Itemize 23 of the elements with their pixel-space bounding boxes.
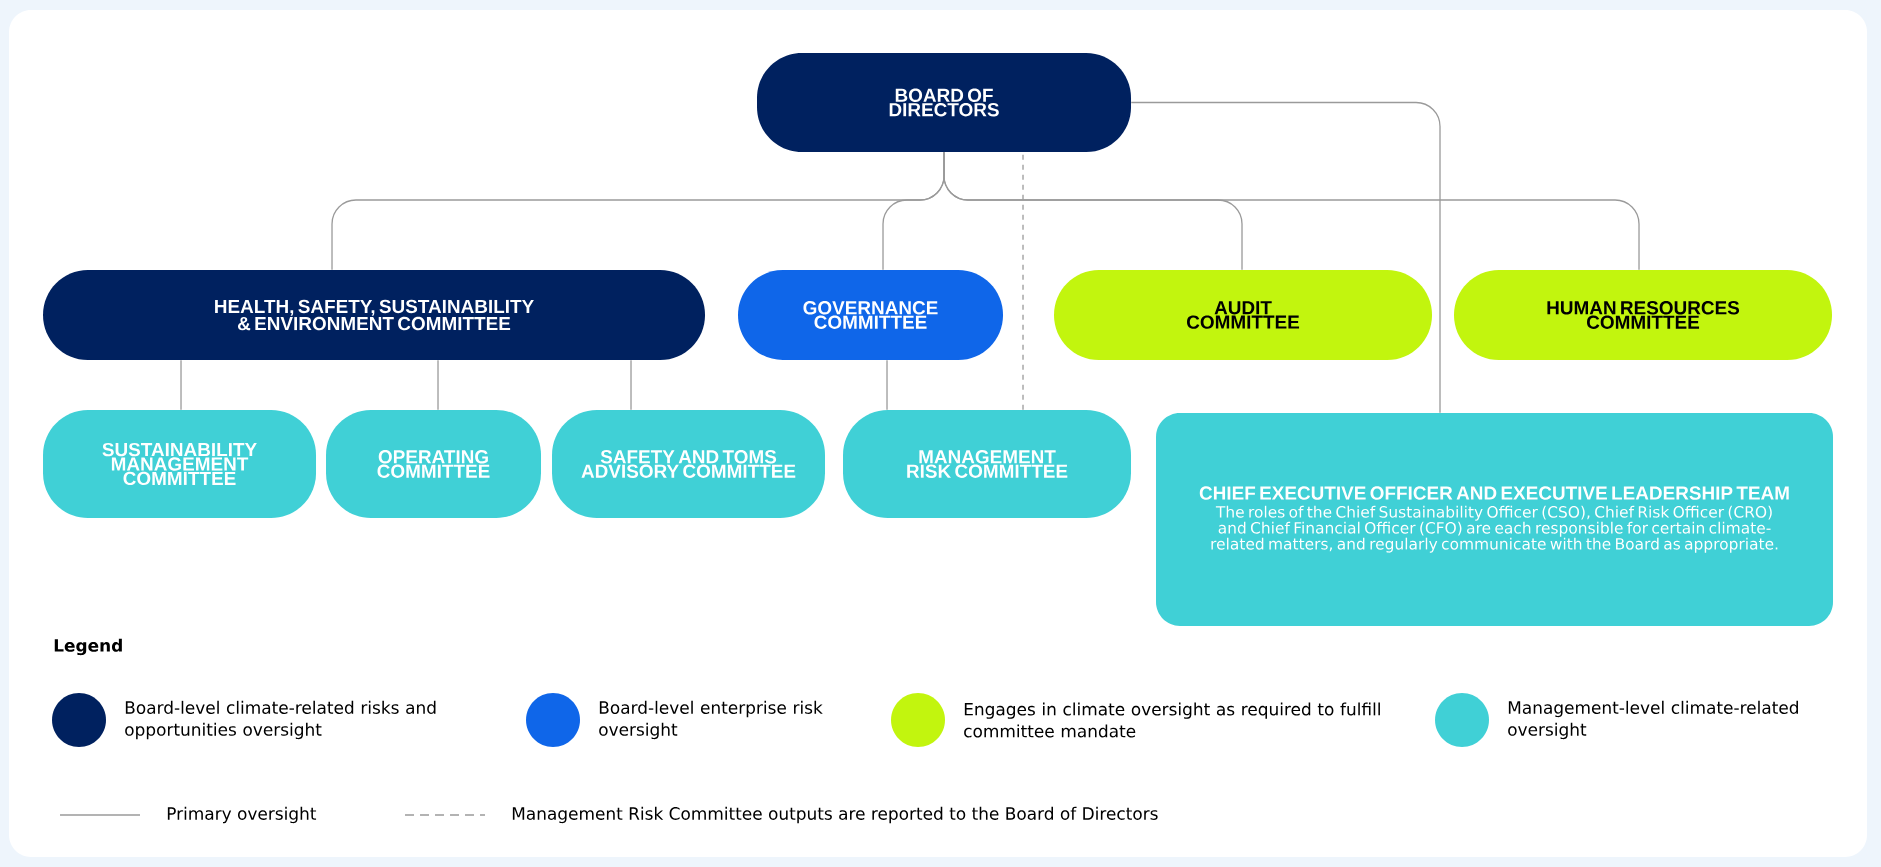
legend-text: Engages in climate oversight as required to fulfill committee mandate bbox=[964, 702, 1380, 738]
connector-line bbox=[886, 359, 888, 411]
legend-text: Management Risk Committee outputs are reported to the Board of Directors bbox=[512, 806, 1158, 824]
connector-line bbox=[180, 359, 182, 411]
legend-text: Management-level climate-related oversight bbox=[1508, 700, 1798, 740]
management-committee-box: OPERATING COMMITTEE bbox=[326, 410, 541, 518]
legend-text: Primary oversight bbox=[167, 806, 317, 824]
connector-line bbox=[1130, 101, 1441, 414]
board-box: BOARD OF DIRECTORS bbox=[757, 53, 1131, 152]
committee-box: AUDIT COMMITTEE bbox=[1054, 270, 1432, 360]
connector-line bbox=[943, 151, 1640, 271]
committee-box: HEALTH, SAFETY, SUSTAINABILITY & ENVIRONMENT COMMITTEE bbox=[43, 270, 705, 360]
committee-box: GOVERNANCE COMMITTEE bbox=[738, 270, 1003, 360]
legend-heading: Legend bbox=[54, 638, 122, 656]
connector-line bbox=[630, 359, 632, 411]
leadership-box: CHIEF EXECUTIVE OFFICER AND EXECUTIVE LEADERSHIP TEAM The roles of the Chief Sustainability Officer (CSO), Chief Risk Officer (CRO) and Chief Financial Officer (CFO) are each responsible for certain climate-related matters, and regularly communicate with the Board as appropriate. bbox=[1156, 413, 1833, 626]
management-committee-box: MANAGEMENT RISK COMMITTEE bbox=[843, 410, 1131, 518]
connector-line bbox=[437, 359, 439, 411]
legend-text: Board-level climate-related risks and opportunities oversight bbox=[125, 700, 436, 740]
management-committee-box: SAFETY AND TOMS ADVISORY COMMITTEE bbox=[552, 410, 825, 518]
legend-text: Board-level enterprise risk oversight bbox=[599, 700, 823, 740]
committee-box: HUMAN RESOURCES COMMITTEE bbox=[1454, 270, 1832, 360]
management-committee-box: SUSTAINABILITY MANAGEMENT COMMITTEE bbox=[43, 410, 316, 518]
